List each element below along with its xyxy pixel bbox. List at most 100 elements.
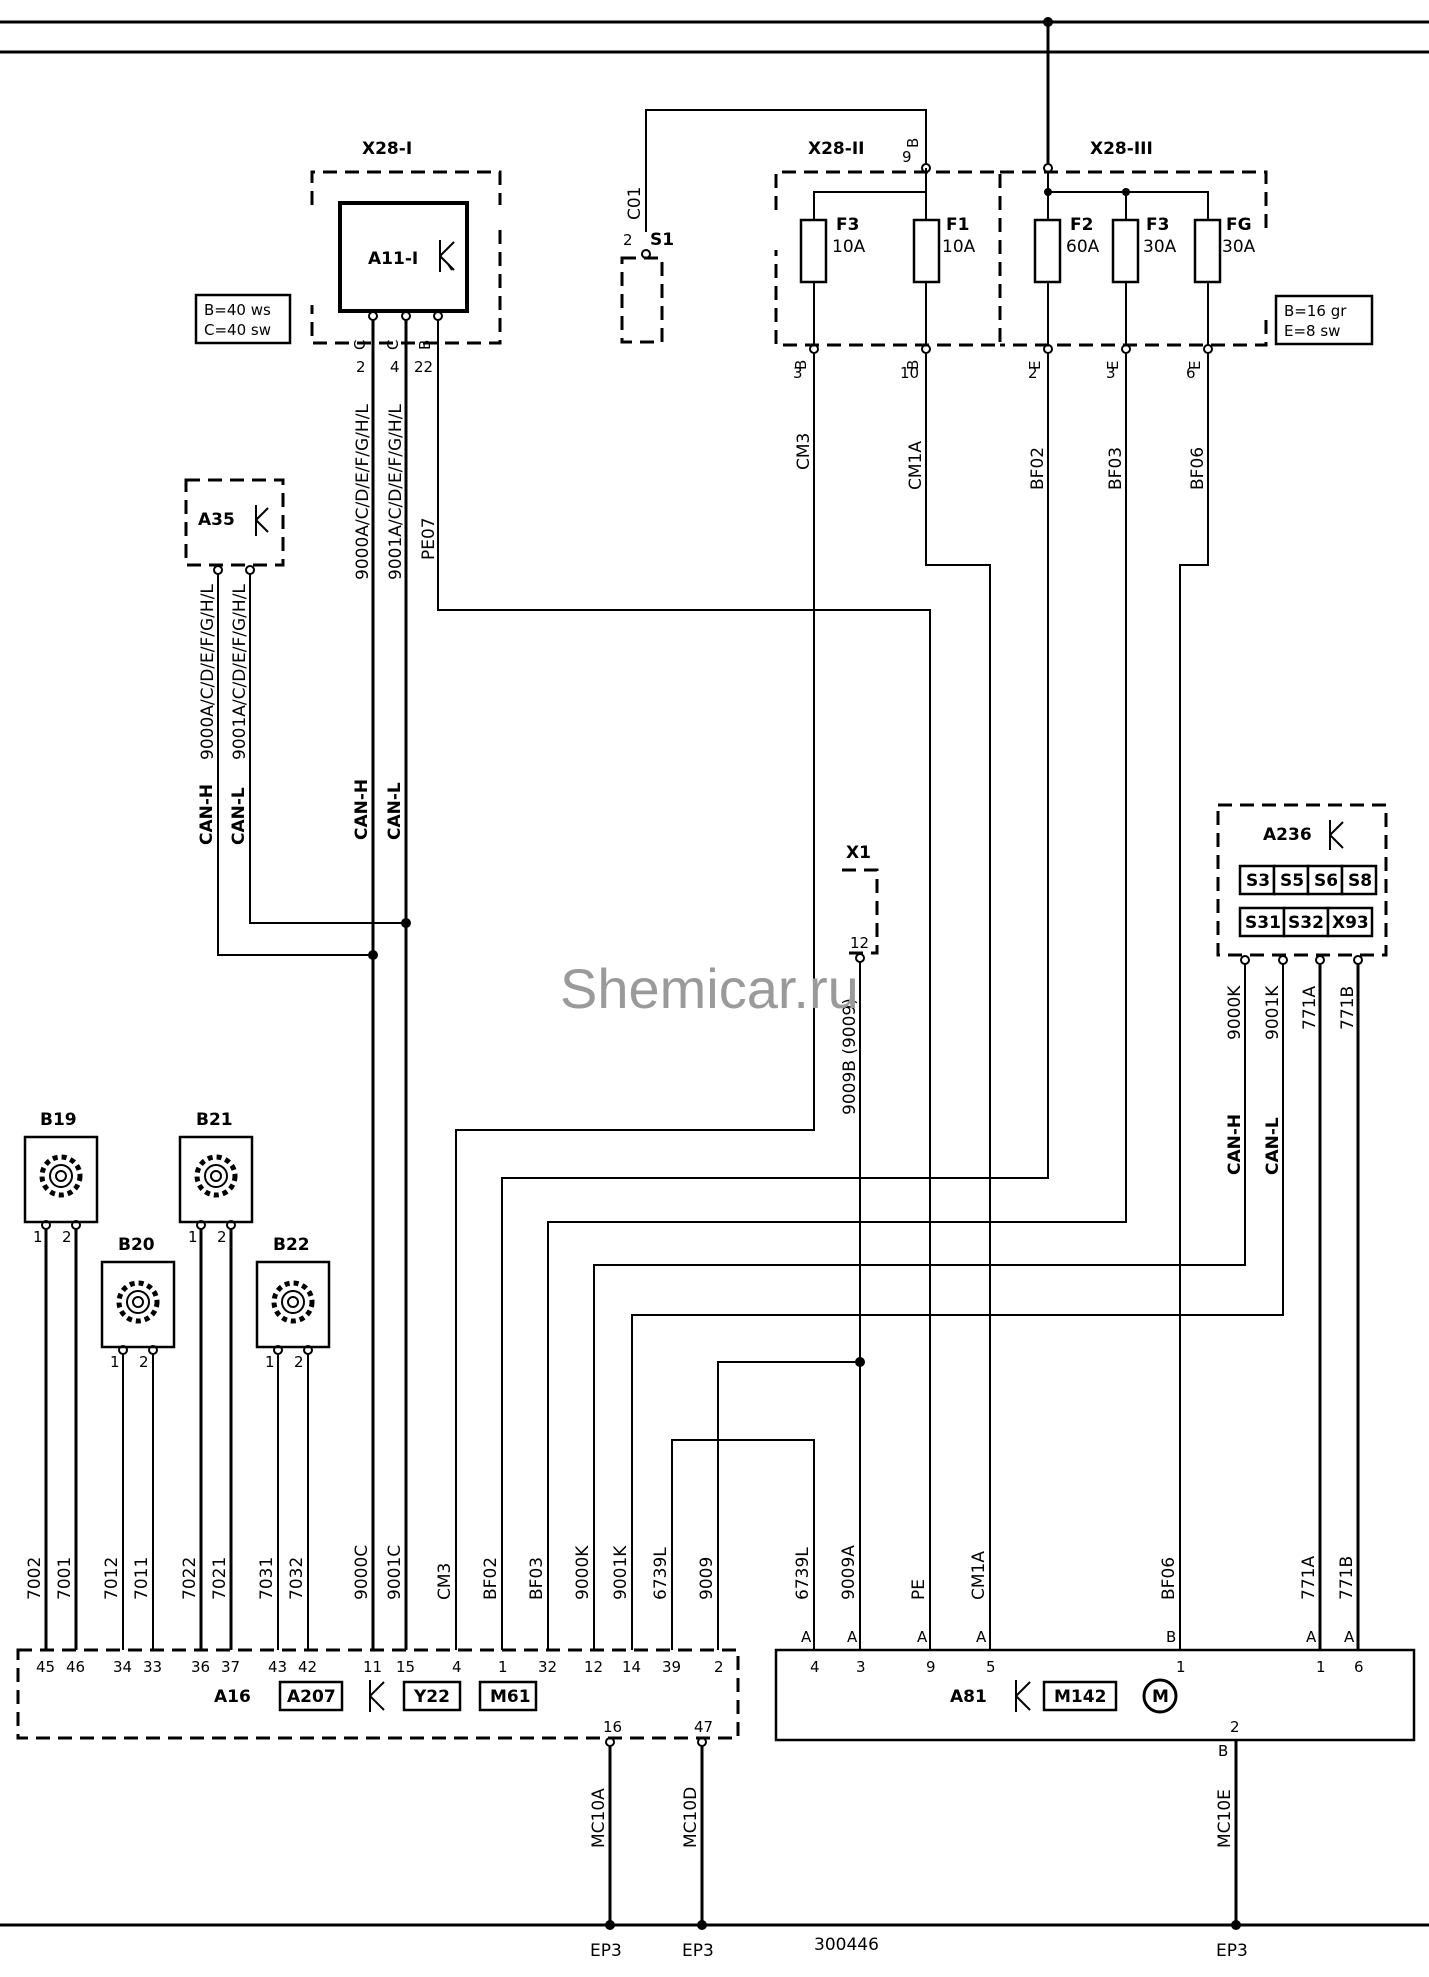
svg-text:36: 36 [191,1658,210,1676]
svg-text:2: 2 [62,1228,72,1246]
svg-text:7011: 7011 [132,1557,152,1600]
svg-text:A35: A35 [198,510,235,530]
a81-module: A A A A B A A 4 3 9 5 1 1 6 A81 M142 M 2… [774,1628,1416,1925]
a11-module [338,201,469,313]
gear-icon [194,1154,238,1198]
sensor-wires [44,1229,309,1650]
svg-text:10: 10 [900,364,919,382]
svg-text:1: 1 [188,1228,198,1246]
svg-text:2: 2 [294,1353,304,1371]
svg-text:A: A [917,1628,928,1646]
svg-text:9009B (9009): 9009B (9009) [840,998,860,1115]
svg-text:9: 9 [926,1658,936,1676]
svg-text:MC10D: MC10D [681,1787,701,1848]
svg-text:X28-III: X28-III [1090,139,1153,159]
svg-text:CAN-H: CAN-H [352,779,372,840]
svg-text:A: A [847,1628,858,1646]
svg-text:Y22: Y22 [413,1687,450,1707]
svg-text:F3: F3 [1146,215,1169,235]
fuse-output-wires: CM3 CM1A BF02 BF03 BF06 [455,353,1209,1650]
svg-text:2: 2 [714,1658,724,1676]
svg-text:43: 43 [268,1658,287,1676]
svg-text:4: 4 [452,1658,462,1676]
x28-3-fuse-block: X28-III F2 60A F3 30A FG 30A B=16 gr E=8… [1000,22,1374,382]
svg-text:7022: 7022 [180,1557,200,1600]
a16-wire-labels: 7002 7001 7012 7011 7022 7021 7031 7032 … [25,1545,717,1600]
sensor-b19: B19 1 2 [23,1110,99,1246]
svg-text:47: 47 [694,1718,713,1736]
x28-1-note [194,293,292,345]
svg-text:10A: 10A [942,237,976,257]
svg-text:3: 3 [793,364,803,382]
svg-text:M61: M61 [490,1687,531,1707]
sensor-b21: B21 1 2 [178,1110,254,1246]
svg-text:C=40 sw: C=40 sw [204,321,271,339]
svg-text:FG: FG [1226,215,1252,235]
svg-text:BF03: BF03 [1106,447,1126,490]
svg-text:6739L: 6739L [793,1547,813,1600]
svg-text:3: 3 [1106,364,1116,382]
svg-text:9000A/C/D/E/F/G/H/L: 9000A/C/D/E/F/G/H/L [353,404,373,580]
svg-text:A16: A16 [214,1687,251,1707]
svg-text:33: 33 [143,1658,162,1676]
svg-text:E: E [1026,361,1044,370]
svg-text:4: 4 [810,1658,820,1676]
svg-text:1: 1 [1316,1658,1326,1676]
svg-text:2: 2 [217,1228,227,1246]
svg-text:X1: X1 [846,843,871,863]
svg-text:CM1A: CM1A [969,1551,989,1600]
sensor-b22: B22 1 2 [255,1235,331,1371]
svg-text:B22: B22 [273,1235,310,1255]
svg-text:7012: 7012 [102,1557,122,1600]
svg-text:B: B [904,360,922,370]
a11-label: A11-I [368,249,418,269]
watermark: Shemicar.ru [560,957,859,1020]
sensor-b20: B20 1 2 [100,1235,176,1371]
svg-text:PE: PE [909,1579,929,1600]
svg-text:42: 42 [298,1658,317,1676]
svg-text:BF02: BF02 [1028,447,1048,490]
svg-text:PE07: PE07 [419,517,439,560]
svg-text:16: 16 [603,1718,622,1736]
a236-module: A236 S3 S5 S6 S8 S31 S32 X93 9000K 9001K… [593,803,1388,1650]
svg-text:X28-II: X28-II [808,139,864,159]
motor-icon [1142,1678,1178,1714]
x28-1-connector: X28-I B=40 ws C=40 sw A11-I C 2 C 4 B 22 [194,139,502,376]
svg-text:B: B [1166,1628,1176,1646]
svg-text:S31: S31 [1245,913,1281,933]
svg-text:9001A/C/D/E/F/G/H/L: 9001A/C/D/E/F/G/H/L [230,584,250,760]
svg-text:6: 6 [1354,1658,1364,1676]
svg-text:C: C [351,340,369,350]
svg-text:F1: F1 [946,215,969,235]
svg-text:9009: 9009 [697,1557,717,1600]
svg-text:9000K: 9000K [573,1545,593,1600]
svg-text:7032: 7032 [287,1557,307,1600]
svg-text:M142: M142 [1054,1687,1106,1707]
svg-text:5: 5 [986,1658,996,1676]
svg-text:CAN-H: CAN-H [197,784,217,845]
svg-text:B21: B21 [196,1110,233,1130]
svg-text:9001A/C/D/E/F/G/H/L: 9001A/C/D/E/F/G/H/L [386,404,406,580]
svg-text:9000C: 9000C [352,1545,372,1600]
svg-text:EP3: EP3 [590,1941,622,1961]
svg-text:S1: S1 [650,230,674,250]
svg-text:CM1A: CM1A [906,441,926,490]
svg-text:11: 11 [363,1658,382,1676]
svg-text:BF06: BF06 [1188,447,1208,490]
svg-text:C: C [384,340,402,350]
svg-text:BF06: BF06 [1159,1557,1179,1600]
svg-text:14: 14 [622,1658,641,1676]
svg-text:F2: F2 [1070,215,1093,235]
svg-text:MC10E: MC10E [1215,1789,1235,1848]
svg-text:S8: S8 [1348,871,1372,891]
reference-number: 300446 [814,1935,879,1955]
svg-text:2: 2 [1230,1718,1240,1736]
svg-text:6: 6 [1186,364,1196,382]
svg-text:1: 1 [33,1228,43,1246]
svg-text:F3: F3 [836,215,859,235]
svg-text:A: A [1344,1628,1355,1646]
svg-text:2: 2 [356,358,366,376]
svg-text:E: E [1104,361,1122,370]
svg-text:CAN-L: CAN-L [229,787,249,845]
svg-text:30A: 30A [1222,237,1256,257]
